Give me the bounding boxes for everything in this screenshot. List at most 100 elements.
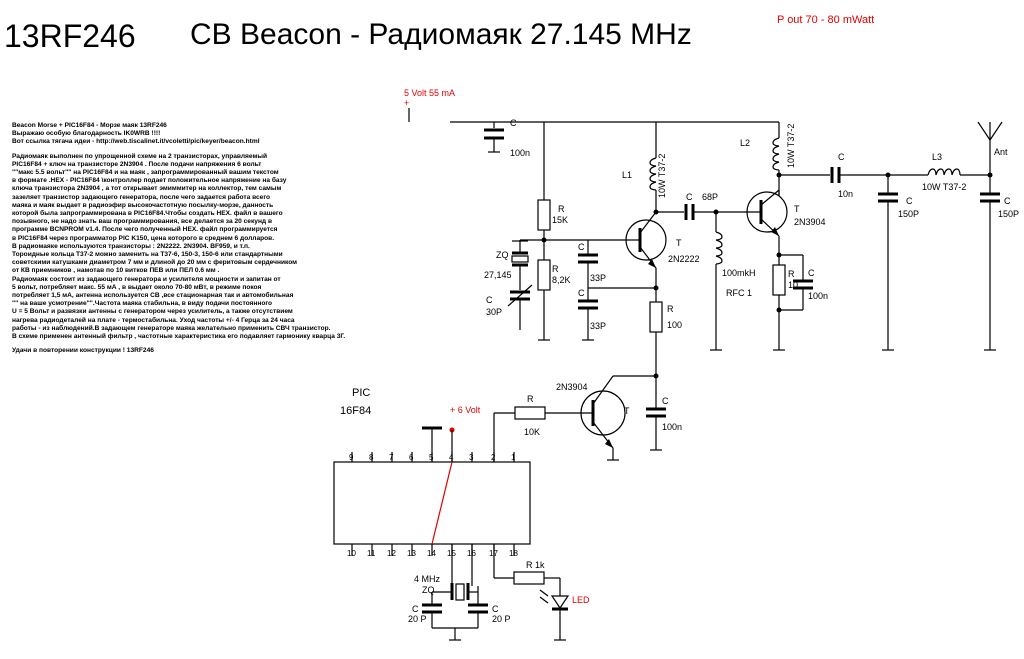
pic-label: PIC: [352, 387, 370, 399]
pic16f84-chip: [333, 461, 531, 545]
xtal-label: 4 MHz: [414, 574, 441, 584]
t2-label: T: [794, 204, 800, 214]
description-line: от КВ приемников , намотав по 10 витков …: [12, 267, 220, 275]
description-line: советскими катушками диаметром 7 мм и дл…: [12, 259, 298, 267]
resistor-r10k: [514, 406, 546, 420]
supply-rails: [408, 108, 780, 200]
r10k-label: R: [527, 394, 534, 404]
description-line: в PIC16F84 через программатор PIC K150, …: [12, 234, 275, 242]
pin-bottom-number: 11: [367, 549, 376, 558]
c150a-value: 150P: [898, 209, 919, 219]
c1-label: C: [510, 118, 517, 128]
pin-top-number: 7: [389, 453, 394, 462]
inductor-l3: [927, 168, 990, 176]
r82-label: R: [552, 264, 559, 274]
description-line: "" на ваше усмотрение"".Частота маяка ст…: [12, 300, 273, 308]
l3-value: 10W T37-2: [922, 182, 966, 192]
led-label: LED: [572, 595, 590, 605]
transistor-t2: [742, 189, 788, 237]
description-line: в формате .HEX - PIC16F84 \контроллер по…: [12, 177, 287, 185]
description-line: Тороидные кольца T37-2 можно заменить на…: [12, 251, 283, 259]
pin-top-number: 1: [511, 453, 516, 462]
led-icon: [539, 578, 570, 641]
description-line: позывного, не надо знать ваш программиро…: [12, 218, 272, 226]
pin-top-number: 9: [349, 453, 354, 462]
page-title: CB Beacon - Радиомаяк 27.145 MHz: [190, 18, 692, 51]
pin-bottom-number: 13: [407, 549, 416, 558]
r10-label: R: [788, 269, 795, 279]
inductor-l1: [649, 157, 657, 212]
xtal-zq: ZQ: [422, 585, 435, 595]
description-text: Beacon Morse + PIC16F84 - Морзе маяк 13R…: [12, 122, 367, 355]
c150a-label: C: [906, 196, 913, 206]
ctrim-value: 30P: [486, 307, 502, 317]
description-line: Радиомаяк состоит из задающего генератор…: [12, 275, 281, 283]
output-power-note: P out 70 - 80 mWatt: [777, 14, 875, 26]
description-line: нагрева радиодеталей на плате - термоста…: [12, 316, 295, 324]
description-line: ключа транзистора 2N3904 , а тот открыва…: [12, 185, 282, 193]
c150b-value: 150P: [998, 209, 1019, 219]
rfc-label: 100mkH: [722, 268, 756, 278]
description-line: PIC16F84 + ключ на транзисторе 2N3904 . …: [12, 160, 262, 168]
r10-value: 10: [788, 280, 798, 290]
c100d-label: C: [662, 396, 669, 406]
inductor-l2: [772, 137, 780, 196]
l2-label: L2: [740, 138, 750, 148]
r100-label: R: [667, 304, 674, 314]
r100-value: 100: [667, 320, 682, 330]
description-line: Выражаю особую благодарность IK0WRB !!!!: [12, 130, 161, 138]
ctrim-label: C: [486, 295, 493, 305]
pin-bottom-number: 14: [427, 549, 436, 558]
r15k-label: R: [558, 204, 565, 214]
t3-label: T: [624, 406, 630, 416]
c20b-value: 20 P: [492, 614, 511, 624]
description-line: маяка и маяк выдает в радиоэфир высокоча…: [12, 201, 274, 209]
pin-top-number: 2: [491, 453, 496, 462]
c1-value: 100n: [510, 148, 530, 158]
r1k-label: R 1k: [526, 560, 545, 570]
c20b-label: C: [492, 604, 499, 614]
capacitor-c1: [484, 128, 504, 153]
antenna-icon: [977, 121, 1003, 193]
c20a-label: C: [412, 604, 419, 614]
transistor-t3: [545, 375, 656, 449]
t2-value: 2N3904: [794, 217, 826, 227]
description-line: программе BCNPROM v1.4. После чего получ…: [12, 226, 278, 234]
c33b-label: C: [578, 288, 585, 298]
description-line: В радиомаяке используются транзисторы : …: [12, 242, 250, 250]
supply-label: 5 Volt 55 mA: [404, 88, 455, 98]
description-line: которой была запрограммирована в PIC16F8…: [12, 210, 283, 218]
crystal-27145: [511, 240, 529, 290]
resistor-r100: [649, 301, 663, 333]
t1-value: 2N2222: [668, 254, 700, 264]
description-line: работы - из наблюдений.В задающем генера…: [12, 324, 331, 332]
t1-label: T: [676, 238, 682, 248]
pin-top-number: 8: [369, 453, 374, 462]
description-line: U = 5 Вольт и развязки антенны с генерат…: [12, 308, 293, 316]
description-line: Beacon Morse + PIC16F84 - Морзе маяк 13R…: [12, 122, 167, 129]
callsign-heading: 13RF246: [4, 18, 136, 54]
c100e-value: 100n: [808, 291, 828, 301]
description-line: Радиомаяк выполнен по упрощенной схеме н…: [12, 152, 268, 160]
resistor-r10: [772, 264, 786, 296]
c150b-label: C: [1004, 196, 1011, 206]
pin-bottom-number: 12: [387, 549, 396, 558]
c33a-label: C: [578, 242, 585, 252]
rfc-value: RFC 1: [726, 288, 752, 298]
description-line: потребляет 1,5 мА, антенна используется …: [12, 292, 294, 300]
description-line: 5 вольт, потребляет макс. 55 мА , в выда…: [12, 283, 262, 291]
c68-value: 68P: [702, 192, 718, 202]
c33b-value: 33P: [590, 321, 606, 331]
l3-label: L3: [932, 152, 942, 162]
resistor-r1k: [513, 571, 545, 585]
r10k-value: 10K: [524, 427, 540, 437]
r82-value: 8,2K: [552, 275, 571, 285]
pic-model: 16F84: [340, 405, 371, 417]
description-line: В схеме применен антенный фильтр , часто…: [12, 333, 346, 341]
pin-top-number: 6: [409, 453, 414, 462]
description-line: зазеляет транзистор задающего генератора…: [12, 193, 271, 201]
rfc-choke: [710, 212, 723, 351]
c20a-value: 20 P: [408, 614, 427, 624]
